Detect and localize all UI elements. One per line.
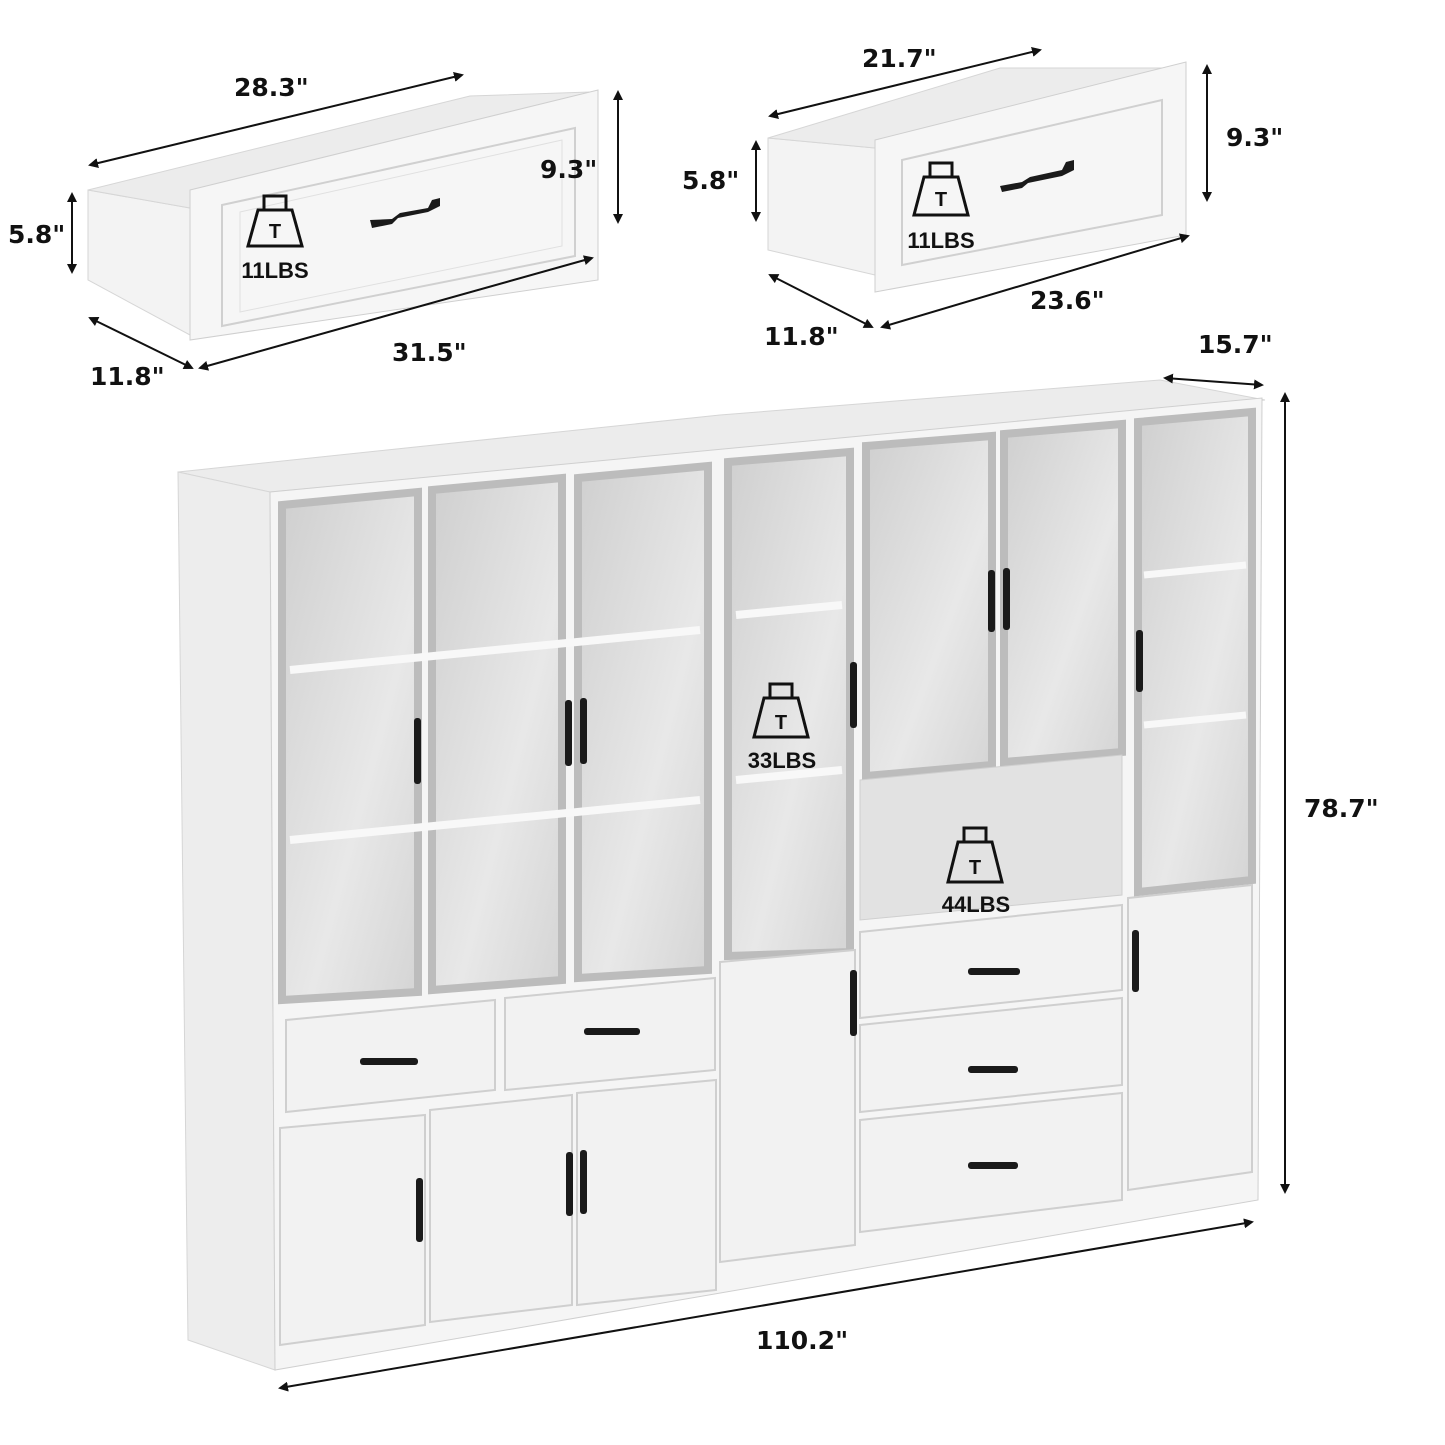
drawer-handle-icon [1000, 160, 1074, 192]
handle-icons [360, 568, 1143, 1242]
svg-text:T: T [269, 221, 281, 243]
small-drawer-front-width: 23.6" [1030, 286, 1105, 315]
cabinet [177, 379, 1266, 1371]
cabinet-height: 78.7" [1304, 794, 1379, 823]
small-drawer [767, 61, 1187, 293]
cabinet-depth: 15.7" [1198, 330, 1273, 359]
cabinet-width: 110.2" [756, 1326, 849, 1355]
large-drawer-front-height: 9.3" [540, 155, 598, 184]
small-drawer-side-height: 5.8" [682, 166, 740, 195]
large-drawer [87, 89, 599, 341]
small-drawer-back-width: 21.7" [862, 44, 937, 73]
svg-text:T: T [935, 189, 947, 211]
drawer-handle-icon [370, 198, 440, 228]
large-drawer-weight-label: 11LBS [241, 258, 309, 283]
large-drawer-front-width: 31.5" [392, 338, 467, 367]
weight-icon: T [752, 682, 810, 739]
small-drawer-front-height: 9.3" [1226, 123, 1284, 152]
large-drawer-depth: 11.8" [90, 362, 165, 391]
cabinet-weight-label-shelf: 33LBS [747, 748, 817, 773]
large-drawer-back-width: 28.3" [234, 73, 309, 102]
svg-text:T: T [969, 857, 981, 879]
svg-text:T: T [775, 712, 787, 734]
small-drawer-depth: 11.8" [764, 322, 839, 351]
glass-doors-left [278, 461, 712, 1005]
glass-door-middle [724, 447, 854, 961]
weight-icon: T [946, 826, 1004, 884]
large-drawer-side-height: 5.8" [8, 220, 66, 249]
weight-icon: T [246, 194, 304, 248]
cabinet-weight-label-niche: 44LBS [941, 892, 1011, 917]
small-drawer-weight-label: 11LBS [907, 228, 975, 253]
weight-icon: T [912, 161, 970, 217]
